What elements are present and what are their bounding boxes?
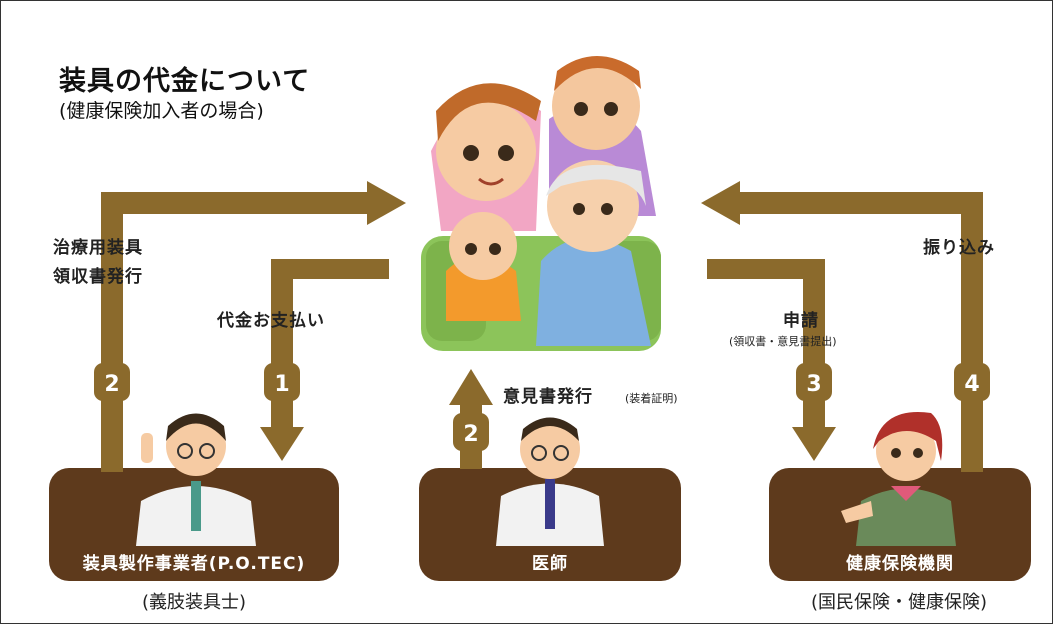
doctor-illustration [496, 417, 604, 546]
transfer-label: 振り込み [923, 238, 995, 258]
arrow-receipt [101, 181, 406, 472]
svg-text:2: 2 [463, 422, 478, 447]
opinion-note: (装着証明) [625, 392, 678, 405]
step-badge-application: 3 [796, 363, 832, 401]
maker-subtitle: (義肢装具士) [141, 592, 247, 613]
prosthetist-illustration [136, 413, 256, 546]
receipt-label-line2: 領収書発行 [53, 267, 143, 287]
receipt-label-line1: 治療用装具 [53, 238, 143, 258]
maker-name: 装具製作事業者(P.O.TEC) [82, 554, 306, 574]
family-illustration [421, 56, 661, 351]
step-badge-opinion: 2 [453, 413, 489, 451]
payment-label: 代金お支払い [217, 311, 325, 331]
step-badge-receipt: 2 [94, 363, 130, 401]
step-badge-payment: 1 [264, 363, 300, 401]
svg-text:3: 3 [806, 372, 821, 397]
opinion-label: 意見書発行 [503, 387, 593, 407]
insurer-subtitle: (国民保険・健康保険) [810, 592, 988, 613]
application-label: 申請 [783, 311, 819, 331]
insurer-staff-illustration [841, 412, 956, 546]
insurer-name: 健康保険機関 [846, 554, 954, 574]
doctor-name: 医師 [532, 554, 568, 574]
arrow-transfer [701, 181, 983, 472]
page-title: 装具の代金について [59, 66, 311, 97]
svg-text:4: 4 [964, 372, 979, 397]
step-badge-transfer: 4 [954, 363, 990, 401]
svg-text:2: 2 [104, 372, 119, 397]
page-subtitle: (健康保険加入者の場合) [59, 100, 264, 122]
arrow-payment [260, 259, 389, 461]
svg-text:1: 1 [274, 372, 289, 397]
application-note: (領収書・意見書提出) [729, 335, 837, 348]
arrow-application [707, 259, 836, 461]
